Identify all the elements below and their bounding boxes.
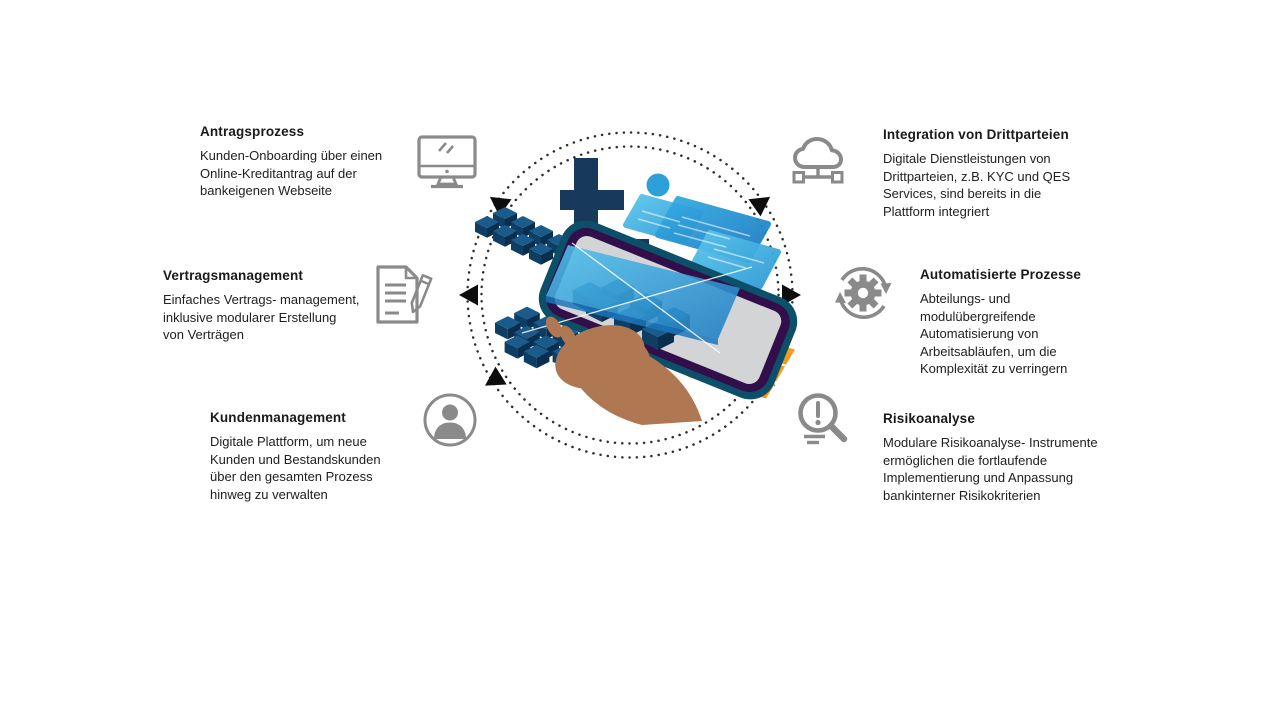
feature-title: Antragsprozess: [200, 124, 305, 139]
document-pencil-icon: [372, 262, 434, 328]
finger: [573, 334, 591, 356]
logo-dot: [646, 173, 670, 197]
user-icon: [422, 392, 478, 448]
arrow-bottom-left-icon: [484, 366, 507, 386]
feature-description: Abteilungs- und modulübergreifende Autom…: [920, 291, 1068, 377]
dotted-ring-inner: [480, 145, 780, 445]
gear-sync-icon: [829, 264, 895, 326]
feature-automatisierte-prozesse: Automatisierte Prozesse Abteilungs- und …: [920, 267, 1105, 378]
feature-description: Einfaches Vertrags- management, inklusiv…: [163, 292, 360, 343]
arrow-top-left-icon: [489, 196, 512, 217]
feature-title: Risikoanalyse: [883, 411, 976, 426]
phone-modules: [521, 242, 753, 354]
feature-description: Kunden-Onboarding über einen Online-Kred…: [200, 148, 383, 199]
arrow-left-icon: [459, 284, 478, 306]
search-alert-icon: [791, 390, 853, 450]
monitor-icon: [416, 134, 478, 190]
feature-title: Vertragsmanagement: [163, 268, 304, 283]
arrow-right-icon: [782, 284, 801, 306]
central-illustration: [430, 95, 830, 495]
connector-lines: [521, 242, 753, 354]
feature-description: Digitale Plattform, um neue Kunden und B…: [210, 434, 381, 502]
feature-title: Kundenmanagement: [210, 410, 346, 425]
feature-kundenmanagement: Kundenmanagement Digitale Plattform, um …: [210, 410, 405, 503]
finger: [545, 316, 563, 338]
cloud-network-icon: [790, 136, 850, 190]
feature-antragsprozess: Antragsprozess Kunden-Onboarding über ei…: [200, 124, 405, 200]
feature-title: Automatisierte Prozesse: [920, 267, 1082, 282]
thumb: [626, 340, 650, 366]
hand: [545, 316, 702, 425]
feature-title: Integration von Drittparteien: [883, 127, 1069, 142]
feature-description: Digitale Dienstleistungen von Drittparte…: [883, 151, 1071, 219]
arrow-top-right-icon: [748, 196, 771, 217]
feature-description: Modulare Risikoanalyse- Instrumente ermö…: [883, 435, 1098, 503]
finger: [587, 343, 605, 365]
feature-vertragsmanagement: Vertragsmanagement Einfaches Vertrags- m…: [163, 268, 378, 344]
glass-layer: [546, 245, 740, 339]
finger: [559, 325, 577, 347]
feature-integration-drittparteien: Integration von Drittparteien Digitale D…: [883, 127, 1088, 220]
feature-risikoanalyse: Risikoanalyse Modulare Risikoanalyse- In…: [883, 411, 1113, 504]
